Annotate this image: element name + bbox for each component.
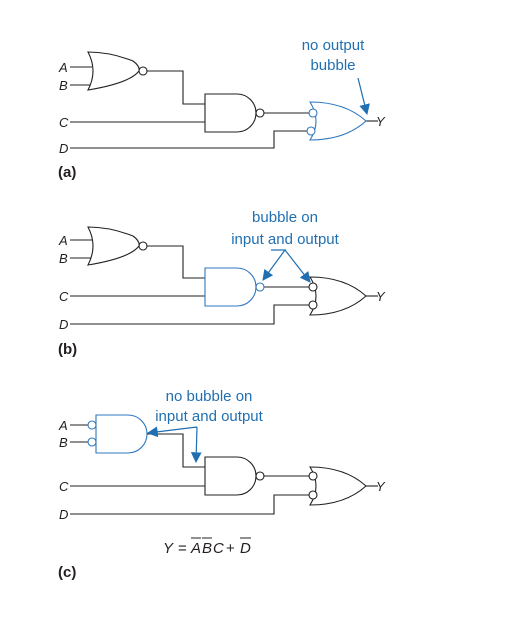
panel-b-or-input-bubble-2 (308, 300, 318, 310)
panel-a-nand-gate (204, 93, 257, 133)
panel-a-input-c: C (59, 115, 69, 130)
panel-a-or-gate (309, 101, 367, 141)
panel-b-input-b: B (59, 251, 68, 266)
panel-a: A B C D Y no output bubble (a) (58, 37, 386, 181)
panel-c-d-wire (70, 494, 309, 515)
panel-a-annotation-line2: bubble (310, 57, 355, 74)
panel-c-ab-wires (70, 424, 88, 443)
panel-b-nor-to-nand-wire (147, 245, 205, 279)
panel-c-annotation-line2: input and output (155, 408, 263, 425)
panel-a-nand-bubble (255, 108, 265, 118)
panel-b-ab-wires (70, 239, 92, 259)
panel-c-input-d: D (59, 507, 68, 522)
equation-lhs: Y (163, 540, 174, 557)
panel-c-input-b: B (59, 435, 68, 450)
panel-b-annotation-arrow-right (284, 249, 311, 283)
panel-c-input-c: C (59, 479, 69, 494)
equation-term-a: A (190, 540, 201, 557)
panel-b-input-d: D (59, 317, 68, 332)
panel-a-or-input-bubble-1 (308, 108, 318, 118)
panel-c-first-gate-bubble-b (87, 437, 97, 447)
panel-c-output-y: Y (376, 479, 386, 494)
panel-a-nor-bubble (138, 66, 148, 76)
equation-term-b: B (202, 540, 212, 557)
panel-a-annotation-line1: no output (302, 37, 365, 54)
equation-term-c: C (213, 540, 224, 557)
panel-b-nor-gate (86, 226, 140, 266)
panel-c-annotation-arrow-left (146, 426, 198, 438)
panel-b-d-wire (70, 304, 309, 325)
panel-b-annotation-arrow-left (262, 249, 287, 281)
equation-plus: + (226, 540, 235, 557)
panel-c-first-gate-bubble-a (87, 420, 97, 430)
panel-b-annotation-line2: input and output (231, 231, 339, 248)
panel-a-d-wire (70, 130, 307, 149)
panel-a-nor-gate (86, 51, 140, 91)
panel-a-output-y: Y (376, 114, 386, 129)
equation-term-d: D (240, 540, 251, 557)
panel-c-nand1-to-nand2-wire (147, 433, 205, 468)
panel-a-ab-wires (70, 66, 92, 86)
panel-a-input-d: D (59, 141, 68, 156)
panel-b-caption: (b) (58, 341, 77, 358)
panel-b-nand-bubble (255, 282, 265, 292)
panel-c-or-input-bubble-2 (308, 490, 318, 500)
panel-c-annotation-line1: no bubble on (166, 388, 253, 405)
boolean-equation: Y = A B C + D (163, 537, 251, 557)
panel-c-nand-gate (204, 456, 257, 496)
panel-c-annotation-arrow-down (190, 426, 202, 464)
panel-a-nor-to-nand-wire (147, 70, 205, 105)
panel-b-input-c: C (59, 289, 69, 304)
panel-a-caption: (a) (58, 164, 76, 181)
panel-c-or-input-bubble-1 (308, 471, 318, 481)
panel-c-nand-bubble (255, 471, 265, 481)
panel-b-or-gate (309, 276, 367, 316)
panel-c-input-a: A (58, 418, 68, 433)
panel-c-caption: (c) (58, 564, 76, 581)
panel-b-nor-bubble (138, 241, 148, 251)
panel-b-nand-gate (204, 267, 257, 307)
panel-b-annotation-line1: bubble on (252, 209, 318, 226)
panel-b-or-input-bubble-1 (308, 282, 318, 292)
panel-a-or-input-bubble-2 (306, 126, 316, 136)
panel-b: A B C D Y bubble on input and output (b) (58, 209, 386, 358)
panel-c-or-gate (309, 466, 367, 506)
panel-b-input-a: A (58, 233, 68, 248)
panel-c-first-gate (95, 414, 148, 454)
panel-a-input-a: A (58, 60, 68, 75)
panel-a-annotation-arrow (357, 77, 370, 116)
panel-c: A B C D Y no bubble on input and output … (58, 388, 386, 581)
panel-b-output-y: Y (376, 289, 386, 304)
panel-a-input-b: B (59, 78, 68, 93)
equation-equals: = (178, 540, 187, 557)
